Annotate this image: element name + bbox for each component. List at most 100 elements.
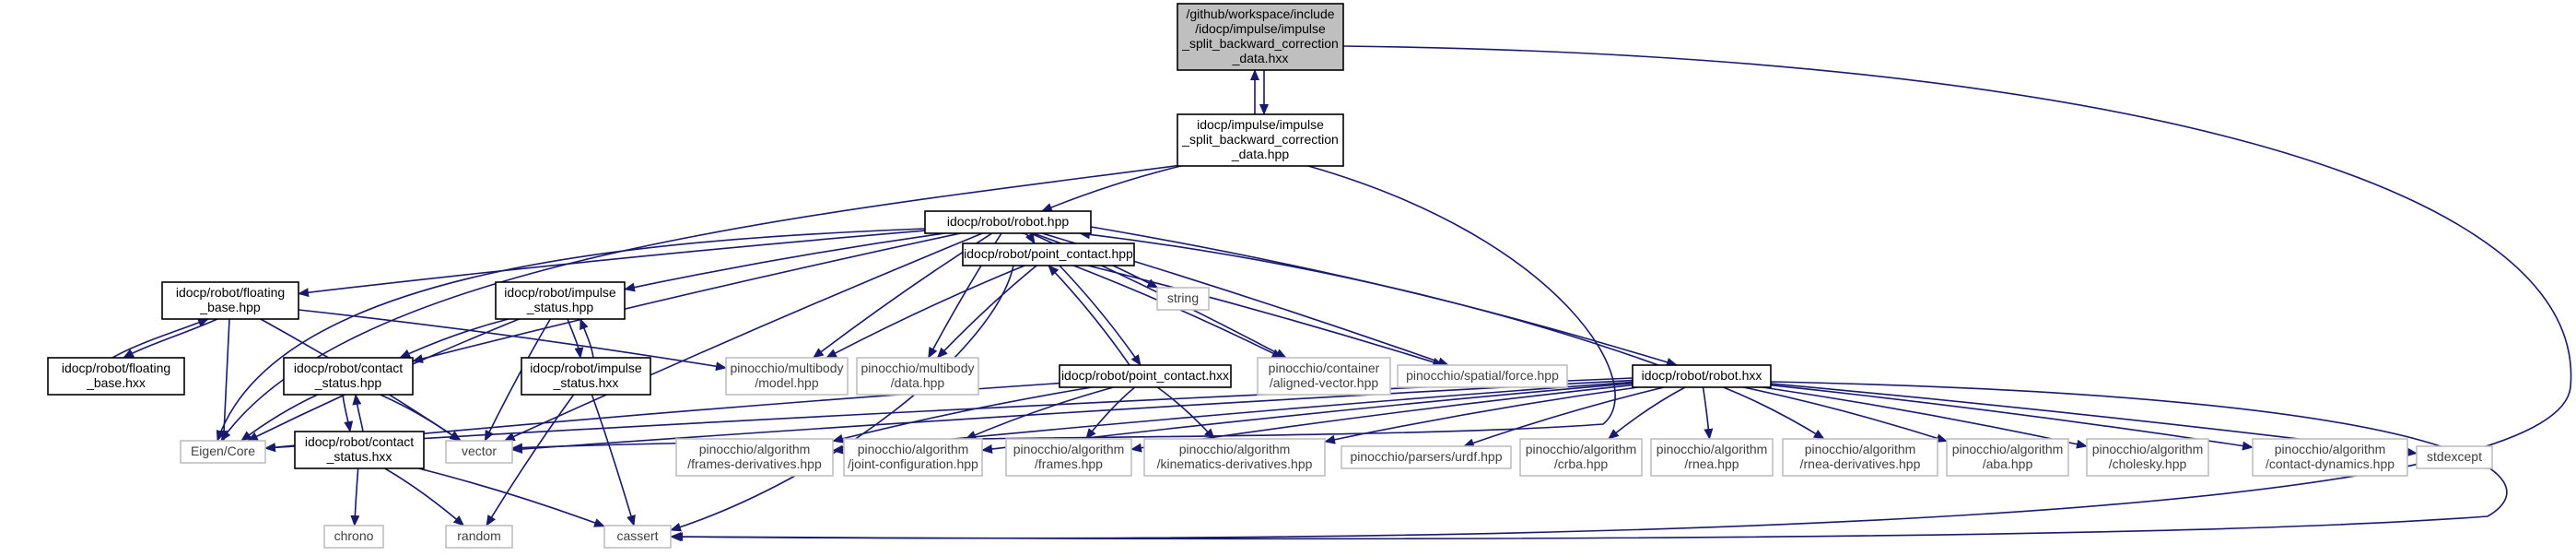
node-label-robot_hxx: idocp/robot/robot.hxx [1642, 368, 1762, 383]
node-robot_hxx[interactable]: idocp/robot/robot.hxx [1632, 364, 1772, 388]
node-label-crba: pinocchio/algorithm [1526, 442, 1637, 456]
node-impulse_hpp[interactable]: idocp/robot/impulse_status.hpp [495, 281, 626, 320]
node-box-eigen [180, 440, 266, 464]
node-label-floating_hxx: _base.hxx [86, 375, 146, 390]
edge-pc_hpp-to-aligned [1072, 265, 1283, 359]
node-label-rnea: pinocchio/algorithm [1657, 442, 1768, 456]
node-box-crba [1519, 438, 1643, 477]
node-label-aligned: pinocchio/container [1269, 361, 1380, 375]
node-label-model: pinocchio/multibody [731, 361, 844, 375]
edge-pc_hpp-to-data [936, 265, 1037, 359]
node-label-floating_hpp: idocp/robot/floating [176, 285, 285, 300]
node-sbc_hpp[interactable]: idocp/impulse/impulse_split_backward_cor… [1177, 113, 1344, 167]
node-robot_hpp[interactable]: idocp/robot/robot.hpp [924, 210, 1092, 234]
node-cassert: cassert [603, 525, 672, 549]
edge-robot_hpp-to-vector [503, 232, 983, 442]
node-urdf: pinocchio/parsers/urdf.hpp [1341, 445, 1512, 469]
edge-pc_hxx-to-framesderiv [832, 386, 1093, 444]
node-box-aba [1946, 438, 2069, 477]
node-label-jointconf: /joint-configuration.hpp [848, 456, 978, 471]
edge-sbc_hpp-to-robot_hpp [1040, 165, 1181, 212]
node-label-root: _split_backward_correction [1181, 36, 1339, 51]
edge-impulse_hpp-to-impulse_hxx [567, 318, 584, 359]
edge-robot_hpp-to-impulse_hpp [624, 232, 945, 292]
node-vector: vector [445, 440, 513, 464]
edge-floating_hpp-to-model [298, 309, 727, 372]
node-label-sbc_hpp: _split_backward_correction [1181, 132, 1339, 147]
node-cholesky: pinocchio/algorithm/cholesky.hpp [2086, 438, 2209, 477]
edge-robot_hxx-to-cassert [670, 381, 2508, 542]
edge-robot_hxx-to-urdf [1462, 386, 1665, 448]
edge-sbc_hpp-to-eigen [220, 163, 1189, 442]
edge-pc_hxx-to-jointconf [965, 386, 1114, 440]
edge-contact_hxx-to-cassert [418, 467, 605, 527]
edge-contact_hpp-to-contact_hxx [342, 394, 354, 432]
edge-contact_hpp-to-eigen [240, 394, 319, 442]
node-label-kinderiv: pinocchio/algorithm [1179, 442, 1291, 456]
node-label-urdf: pinocchio/parsers/urdf.hpp [1351, 449, 1503, 464]
edge-robot_hxx-to-cholesky [1762, 386, 2088, 449]
edge-robot_hxx-to-vector [511, 379, 1633, 455]
node-rnea: pinocchio/algorithm/rnea.hpp [1650, 438, 1774, 477]
node-box-data [856, 357, 979, 396]
node-box-jointconf [843, 438, 983, 477]
node-label-sbc_hpp: _data.hpp [1231, 147, 1289, 161]
node-layer: /github/workspace/include/idocp/impulse/… [47, 3, 2493, 549]
node-label-string: string [1167, 290, 1199, 305]
edge-floating_hpp-to-eigen [219, 318, 230, 442]
edge-impulse_hxx-to-impulse_hpp [580, 318, 594, 359]
node-label-crba: /crba.hpp [1554, 456, 1609, 471]
node-label-random: random [457, 528, 500, 543]
node-label-impulse_hpp: _status.hpp [526, 300, 594, 314]
node-box-framesderiv [675, 438, 834, 477]
node-box-aligned [1257, 357, 1391, 396]
node-box-cholesky [2086, 438, 2209, 477]
node-box-impulse_hxx [521, 357, 651, 396]
node-label-sbc_hpp: idocp/impulse/impulse [1197, 117, 1324, 132]
edge-robot_hpp-to-eigen [216, 228, 926, 442]
edge-impulse_hpp-to-vector [484, 318, 551, 442]
edge-robot_hxx-to-contactdyn [1770, 384, 2254, 451]
node-label-root: _data.hxx [1232, 51, 1289, 65]
node-box-stdexcept [2416, 445, 2493, 469]
node-box-string [1156, 287, 1210, 311]
node-label-contact_hpp: _status.hpp [314, 375, 382, 390]
node-contact_hxx[interactable]: idocp/robot/contact_status.hxx [294, 431, 425, 469]
edge-robot_hxx-to-rneaderiv [1723, 386, 1825, 440]
node-root[interactable]: /github/workspace/include/idocp/impulse/… [1177, 3, 1344, 71]
edge-robot_hxx-to-aba [1743, 386, 1948, 443]
node-label-cholesky: /cholesky.hpp [2109, 456, 2187, 471]
node-label-chrono: chrono [334, 528, 374, 543]
node-label-framesderiv: /frames-derivatives.hpp [687, 456, 822, 471]
node-random: random [445, 525, 513, 549]
node-pc_hxx[interactable]: idocp/robot/point_contact.hxx [1059, 364, 1232, 388]
edge-root-to-cassert [672, 45, 2572, 542]
node-label-floating_hxx: idocp/robot/floating [62, 361, 170, 375]
node-label-root: /idocp/impulse/impulse [1195, 21, 1326, 36]
edge-impulse_hpp-to-contact_hpp [399, 318, 509, 359]
node-contact_hpp[interactable]: idocp/robot/contact_status.hpp [283, 357, 414, 396]
node-label-data: pinocchio/multibody [861, 361, 975, 375]
edge-robot_hxx-to-crba [1608, 386, 1686, 440]
node-box-contactdyn [2252, 438, 2408, 477]
node-label-contact_hxx: idocp/robot/contact [305, 434, 414, 449]
edge-floating_hxx-to-floating_hpp [111, 318, 209, 359]
node-pc_hpp[interactable]: idocp/robot/point_contact.hpp [962, 243, 1135, 266]
node-impulse_hxx[interactable]: idocp/robot/impulse_status.hxx [521, 357, 651, 396]
edge-robot_hpp-to-contact_hpp [412, 232, 961, 363]
node-string: string [1156, 287, 1210, 311]
node-box-rneaderiv [1782, 438, 1938, 477]
node-data: pinocchio/multibody/data.hpp [856, 357, 979, 396]
node-eigen: Eigen/Core [180, 440, 266, 464]
node-label-pc_hpp: idocp/robot/point_contact.hpp [964, 246, 1133, 261]
node-box-model [725, 357, 849, 396]
node-box-floating_hxx [47, 357, 185, 396]
node-label-model: /model.hpp [755, 375, 818, 390]
node-box-floating_hpp [161, 281, 299, 320]
node-frames: pinocchio/algorithm/frames.hpp [1005, 438, 1132, 477]
node-floating_hxx[interactable]: idocp/robot/floating_base.hxx [47, 357, 185, 396]
edge-pc_hpp-to-model [825, 265, 1025, 359]
node-floating_hpp[interactable]: idocp/robot/floating_base.hpp [161, 281, 299, 320]
node-model: pinocchio/multibody/model.hpp [725, 357, 849, 396]
node-label-robot_hpp: idocp/robot/robot.hpp [947, 214, 1070, 229]
